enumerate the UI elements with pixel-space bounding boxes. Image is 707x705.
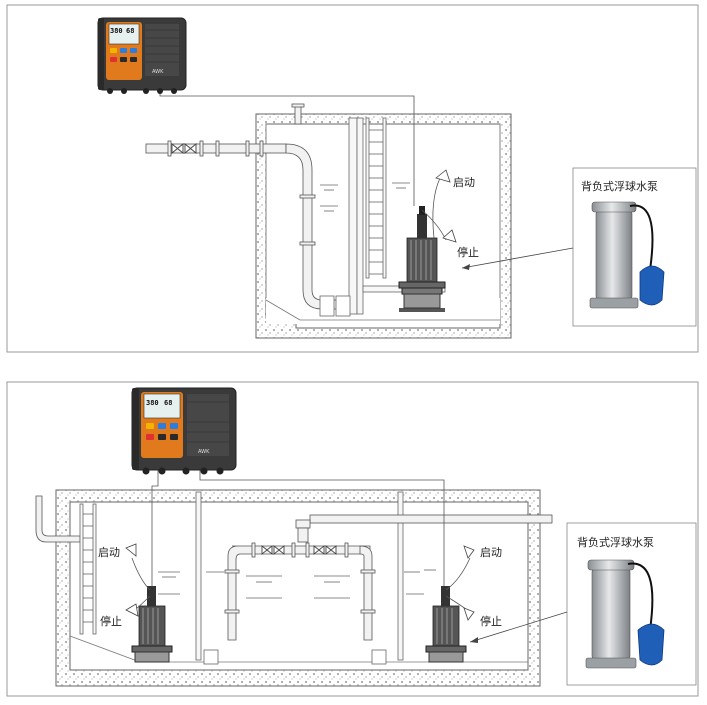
panel-dual-pump: 启动 停止 启动 停止 380 68 AWK: [6, 381, 699, 697]
btn-dark-3[interactable]: [158, 434, 166, 440]
btn-yellow[interactable]: [110, 48, 117, 53]
btn-blue-3[interactable]: [158, 423, 166, 429]
gate-valves: [171, 143, 197, 154]
lcd-voltage: 380: [110, 27, 123, 35]
start-level-label: 启动: [453, 176, 475, 189]
callout-title-2: 背负式浮球水泵: [577, 535, 654, 549]
lcd-voltage-2: 380: [146, 399, 159, 407]
lcd-display: [108, 23, 140, 45]
discharge-pipe: [145, 140, 359, 310]
gate-valves-2: [261, 545, 337, 555]
pump-product-image: [589, 201, 665, 309]
sump-pit: [255, 113, 512, 339]
callout-leader: [461, 247, 574, 269]
discharge-manifold: [224, 514, 553, 641]
btn-red-2[interactable]: [146, 434, 154, 440]
lcd-display-2: [143, 393, 181, 419]
float-switch-start: [435, 169, 451, 183]
water-level-marks-2: [158, 569, 436, 599]
pump-controller: 380 68 AWK: [97, 17, 187, 94]
submersible-pump-right: [425, 586, 467, 663]
pump-callout: 背负式浮球水泵: [572, 167, 697, 327]
btn-yellow-2[interactable]: [146, 423, 154, 429]
btn-dark-2[interactable]: [130, 57, 137, 62]
btn-dark[interactable]: [120, 57, 127, 62]
float-stop-right: [463, 607, 475, 621]
panel-single-pump: 启动 停止 380 68 AWK 背负: [6, 4, 699, 353]
controller-brand: AWK: [152, 69, 164, 75]
float-switch-stop: [442, 229, 457, 243]
lcd-current-2: 68: [164, 399, 172, 407]
btn-red[interactable]: [110, 57, 117, 62]
pump-product-image-2: [585, 559, 665, 669]
btn-dark-4[interactable]: [170, 434, 178, 440]
float-switches-2: [125, 543, 475, 621]
stop-level-label-left: 停止: [100, 614, 122, 628]
water-level-marks: [320, 182, 410, 212]
start-level-label-left: 启动: [98, 546, 120, 559]
lcd-current: 68: [126, 27, 134, 35]
btn-blue[interactable]: [120, 48, 127, 53]
float-start-right: [463, 545, 475, 559]
btn-blue-4[interactable]: [170, 423, 178, 429]
btn-blue-2[interactable]: [130, 48, 137, 53]
float-stop-left: [125, 603, 139, 617]
start-level-label-right: 启动: [480, 546, 502, 559]
submersible-pump: [398, 206, 446, 312]
callout-leader-2: [469, 611, 568, 643]
stop-level-label: 停止: [457, 245, 479, 259]
vent-pipe: [291, 103, 305, 125]
submersible-pump-left: [131, 586, 173, 663]
stop-level-label-right: 停止: [480, 614, 502, 628]
pump-controller-2: 380 68 AWK: [131, 387, 237, 475]
pump-callout-2: 背负式浮球水泵: [566, 522, 697, 686]
guide-rails-2: [79, 491, 404, 665]
float-start-left: [125, 543, 137, 557]
callout-title: 背负式浮球水泵: [581, 179, 658, 193]
controller-brand-2: AWK: [198, 449, 210, 455]
